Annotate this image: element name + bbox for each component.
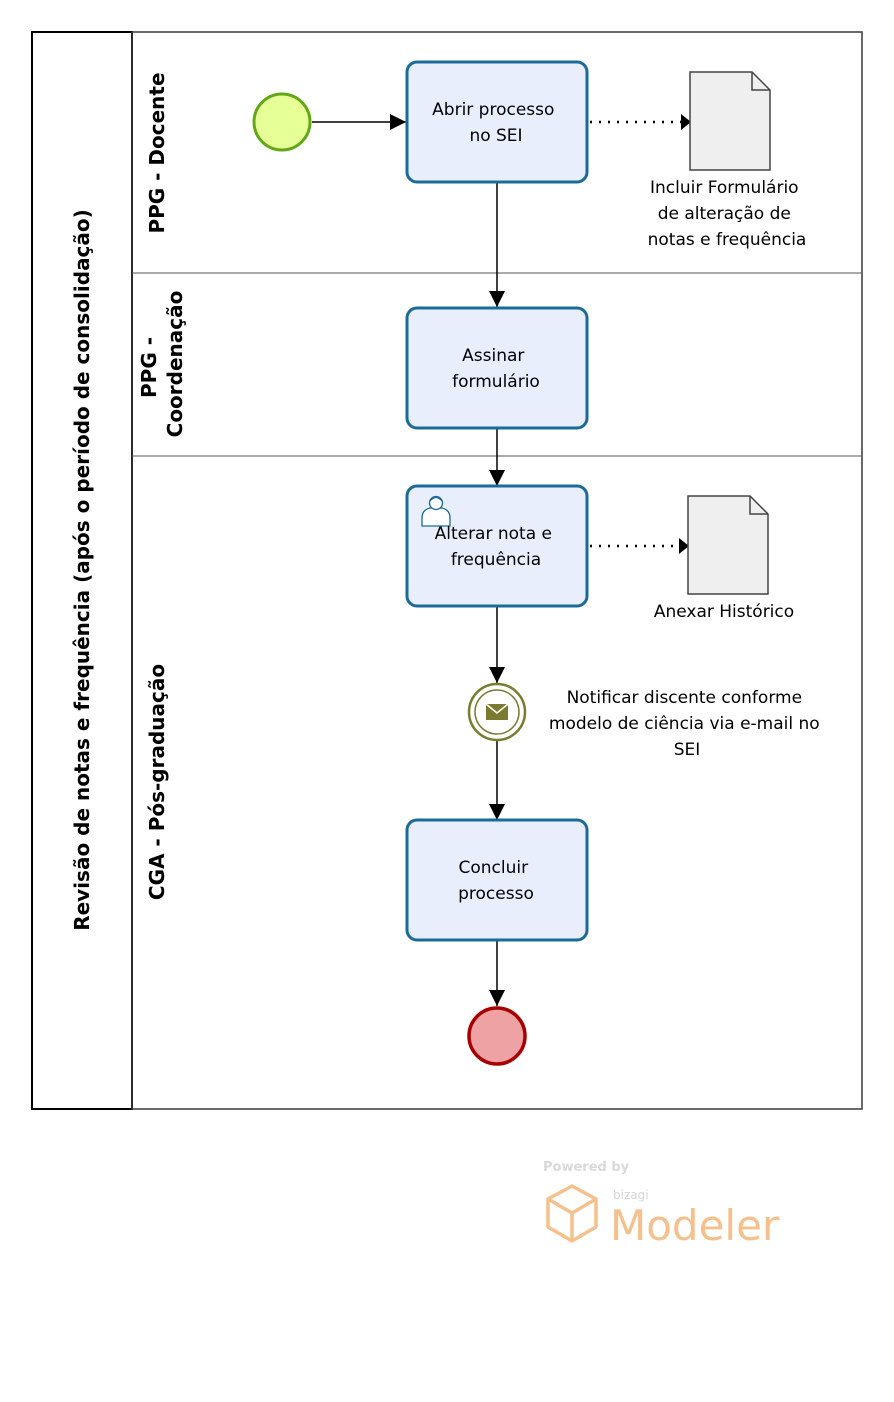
end-event[interactable] [467,1006,527,1066]
user-icon [421,495,451,527]
lane-ppg-coordenacao: PPG - Coordenação [131,272,863,457]
watermark-powered: Powered by [543,1160,630,1175]
task-assinar-formulario[interactable]: Assinar formulário [405,306,589,430]
task-concluir-processo-label: Concluir processo [458,858,534,904]
lane-label-cga-pos-graduacao: CGA - Pós-graduação [145,664,169,900]
associations [590,120,682,548]
task-alterar-nota[interactable]: Alterar nota e frequência [405,484,589,608]
bizagi-watermark: Powered by bizagi Modeler [543,1160,780,1250]
message-event-label: Notificar discente conforme modelo de ci… [549,688,825,760]
bizagi-logo-icon [546,1184,598,1243]
document-historico-label: Anexar Histórico [654,602,794,622]
pool-title: Revisão de notas e frequência (após o pe… [70,209,94,931]
association-arrow-2 [679,538,689,554]
task-abrir-processo[interactable]: Abrir processo no SEI [405,60,589,184]
start-event[interactable] [252,92,312,152]
envelope-icon [485,703,509,720]
association-arrow-1 [681,114,691,130]
document-formulario-label: Incluir Formulário de alteração de notas… [648,178,807,250]
message-event[interactable] [467,682,527,742]
task-assinar-formulario-label: Assinar formulário [452,346,540,392]
lane-label-ppg-docente: PPG - Docente [145,72,169,233]
lane-label-ppg-coordenacao: PPG - Coordenação [137,291,187,438]
task-abrir-processo-label: Abrir processo no SEI [432,100,560,146]
sequence-flows [312,114,505,1006]
document-historico[interactable] [687,495,769,595]
watermark-product: Modeler [610,1201,780,1250]
task-alterar-nota-label: Alterar nota e frequência [435,524,558,570]
task-concluir-processo[interactable]: Concluir processo [405,818,589,942]
watermark-brand: bizagi [613,1188,649,1202]
document-formulario[interactable] [689,71,771,171]
